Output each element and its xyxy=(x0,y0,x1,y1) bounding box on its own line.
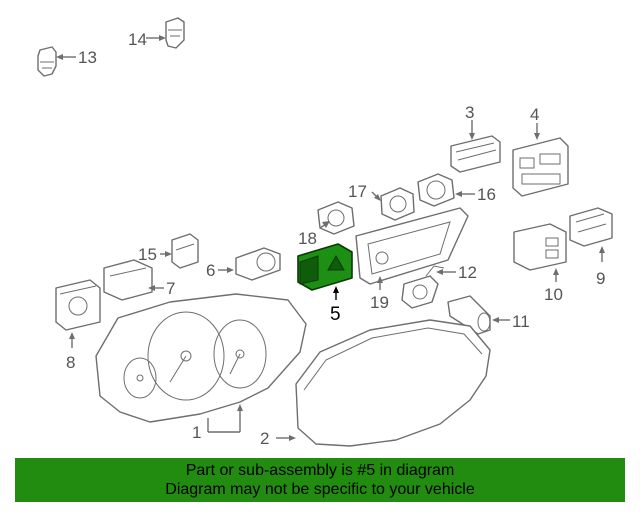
svg-text:3: 3 xyxy=(465,103,474,122)
part-11-lighter xyxy=(447,295,491,335)
info-banner: Part or sub-assembly is #5 in diagram Di… xyxy=(15,458,625,502)
part-6-start-button xyxy=(235,247,281,281)
svg-text:2: 2 xyxy=(260,429,269,448)
part-2-cluster-lens xyxy=(295,319,491,447)
svg-text:14: 14 xyxy=(128,30,147,49)
callout-14: 14 xyxy=(128,30,166,49)
part-5-hazard-switch xyxy=(297,243,353,291)
svg-text:12: 12 xyxy=(458,263,477,282)
callout-7: 7 xyxy=(148,279,175,298)
svg-text:8: 8 xyxy=(66,353,75,372)
part-8-mirror-switch xyxy=(55,279,101,331)
callout-18: 18 xyxy=(298,221,330,248)
callout-3: 3 xyxy=(465,103,475,140)
part-14-clip xyxy=(165,17,185,49)
callout-19: 19 xyxy=(370,276,389,312)
callout-2: 2 xyxy=(260,429,296,448)
callout-12: 12 xyxy=(436,263,477,282)
banner-line-1: Part or sub-assembly is #5 in diagram xyxy=(185,462,455,479)
part-19-bezel xyxy=(355,207,469,285)
part-3-module xyxy=(450,135,501,173)
part-4-panel xyxy=(512,137,569,197)
callout-5: 5 xyxy=(330,286,341,325)
part-16-knob xyxy=(417,173,455,207)
part-12-outlet xyxy=(401,265,445,309)
callout-6: 6 xyxy=(206,261,234,280)
callout-11: 11 xyxy=(492,312,530,331)
part-18-knob xyxy=(317,201,355,235)
svg-text:6: 6 xyxy=(206,261,215,280)
callout-8: 8 xyxy=(66,332,75,372)
svg-text:9: 9 xyxy=(596,269,605,288)
svg-text:16: 16 xyxy=(477,185,496,204)
callout-9: 9 xyxy=(596,246,605,288)
callout-15: 15 xyxy=(138,245,172,264)
part-17-knob xyxy=(380,187,415,221)
callout-13: 13 xyxy=(56,48,97,67)
svg-text:5: 5 xyxy=(330,304,341,325)
svg-text:10: 10 xyxy=(544,285,563,304)
part-13-bulb xyxy=(37,46,57,77)
svg-text:19: 19 xyxy=(370,293,389,312)
svg-text:13: 13 xyxy=(78,48,97,67)
banner-line-2: Diagram may not be specific to your vehi… xyxy=(165,481,475,498)
callout-4: 4 xyxy=(530,105,540,140)
callout-17: 17 xyxy=(348,182,381,201)
part-10-switch-cluster xyxy=(513,223,567,271)
callout-1: 1 xyxy=(192,404,243,442)
svg-text:18: 18 xyxy=(298,229,317,248)
part-1-instrument-cluster xyxy=(95,293,307,423)
svg-text:4: 4 xyxy=(530,105,539,124)
part-15-switch xyxy=(171,233,199,269)
svg-text:11: 11 xyxy=(512,312,530,331)
svg-text:15: 15 xyxy=(138,245,157,264)
callout-10: 10 xyxy=(544,268,563,304)
part-7-switch-panel xyxy=(103,259,153,301)
part-9-switch xyxy=(569,207,613,247)
svg-text:17: 17 xyxy=(348,182,367,201)
callout-16: 16 xyxy=(455,185,496,204)
svg-text:7: 7 xyxy=(166,279,175,298)
svg-text:1: 1 xyxy=(192,423,201,442)
